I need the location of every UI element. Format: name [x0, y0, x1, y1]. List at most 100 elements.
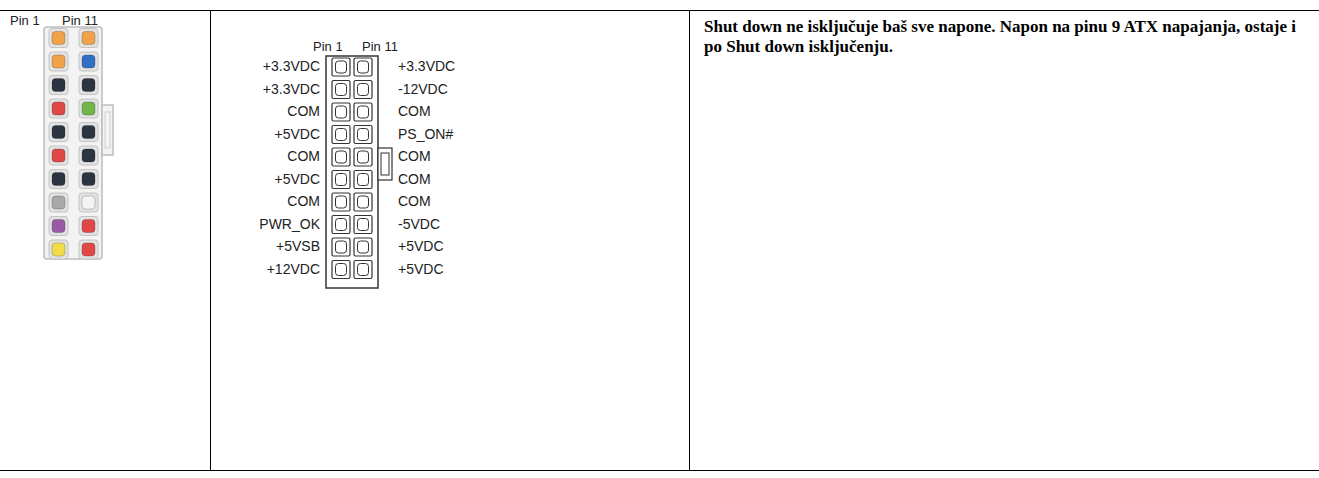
pin-cavity — [79, 99, 98, 118]
pin-cavity — [49, 29, 68, 48]
wire-color — [52, 32, 65, 45]
signal-name: +5VDC — [398, 239, 444, 254]
pin-cell — [332, 238, 350, 256]
pin-number: Pin 11 — [62, 14, 98, 28]
pin-cell — [332, 81, 350, 99]
pin-cell — [332, 193, 350, 211]
pin-cavity — [79, 123, 98, 142]
pin-cavity — [49, 170, 68, 189]
pin-shape — [336, 151, 347, 163]
pin-number: Pin 1 — [313, 40, 343, 54]
wire-color — [82, 79, 95, 92]
wire-color — [52, 243, 65, 256]
pin-shape — [358, 106, 369, 118]
wire-color — [52, 55, 65, 68]
pin-shape — [358, 264, 369, 276]
wire-color — [52, 126, 65, 139]
pin-cavity — [79, 52, 98, 71]
pin-shape — [336, 129, 347, 141]
pin-shape — [358, 61, 369, 73]
wire-color — [82, 102, 95, 115]
pin-cavity — [49, 240, 68, 259]
pin-shape — [336, 241, 347, 253]
pin-shape — [336, 61, 347, 73]
signal-name: +3.3VDC — [263, 82, 320, 97]
signal-name: PS_ON# — [398, 127, 453, 142]
pin-shape — [336, 84, 347, 96]
pin-cavity — [79, 146, 98, 165]
note-text: Shut down ne isključuje baš sve napone. … — [704, 17, 1304, 58]
wire-color — [52, 196, 65, 209]
pin-cavity — [49, 193, 68, 212]
pin-cavity — [79, 29, 98, 48]
pin-shape — [336, 219, 347, 231]
connector-photo — [44, 27, 113, 259]
wire-color — [52, 220, 65, 233]
pin-cell — [332, 148, 350, 166]
pin-cell — [332, 216, 350, 234]
pin-shape — [358, 196, 369, 208]
pin-cell — [332, 103, 350, 121]
signal-name: -5VDC — [398, 217, 440, 232]
pin-shape — [358, 241, 369, 253]
pin-shape — [336, 264, 347, 276]
pin-shape — [358, 174, 369, 186]
pin-shape — [358, 151, 369, 163]
pin-cell — [354, 171, 372, 189]
pin-cavity — [49, 146, 68, 165]
pin-cell — [354, 261, 372, 279]
pin-shape — [336, 106, 347, 118]
wire-color — [82, 32, 95, 45]
pin-cell — [332, 58, 350, 76]
pin-cell — [354, 103, 372, 121]
pin-cavity — [79, 170, 98, 189]
signal-name: COM — [287, 194, 320, 209]
pin-cell — [354, 238, 372, 256]
signal-name: COM — [398, 194, 431, 209]
wire-color — [82, 220, 95, 233]
wire-color — [82, 243, 95, 256]
signal-name: COM — [398, 149, 431, 164]
signal-name: +5VDC — [398, 262, 444, 277]
pin-cavity — [79, 217, 98, 236]
pin-cell — [354, 81, 372, 99]
wire-color — [52, 102, 65, 115]
pin-number: Pin 11 — [362, 40, 398, 54]
signal-name: +12VDC — [267, 262, 320, 277]
pin-shape — [358, 84, 369, 96]
signal-name: +5VDC — [274, 172, 320, 187]
signal-name: +3.3VDC — [263, 59, 320, 74]
signal-name: -12VDC — [398, 82, 448, 97]
wire-color — [52, 173, 65, 186]
pin-number: Pin 1 — [10, 14, 40, 28]
pin-cell — [354, 193, 372, 211]
pin-shape — [358, 129, 369, 141]
signal-name: COM — [287, 149, 320, 164]
signal-name: COM — [398, 172, 431, 187]
wire-color — [52, 79, 65, 92]
signal-name: +3.3VDC — [398, 59, 455, 74]
signal-name: PWR_OK — [259, 217, 320, 232]
pin-cavity — [49, 123, 68, 142]
wire-color — [82, 126, 95, 139]
pin-cell — [332, 261, 350, 279]
pin-cavity — [49, 76, 68, 95]
pin-cavity — [49, 217, 68, 236]
wire-color — [52, 149, 65, 162]
table-border — [0, 10, 1319, 471]
pin-cavity — [79, 240, 98, 259]
wire-color — [82, 149, 95, 162]
pin-shape — [336, 196, 347, 208]
wire-color — [82, 55, 95, 68]
pin-shape — [358, 219, 369, 231]
pin-cell — [332, 126, 350, 144]
wire-color — [82, 173, 95, 186]
pin-cell — [354, 126, 372, 144]
pin-cavity — [49, 99, 68, 118]
pin-cell — [332, 171, 350, 189]
pin-cell — [354, 58, 372, 76]
pin-cavity — [79, 193, 98, 212]
pin-shape — [336, 174, 347, 186]
signal-name: +5VDC — [274, 127, 320, 142]
